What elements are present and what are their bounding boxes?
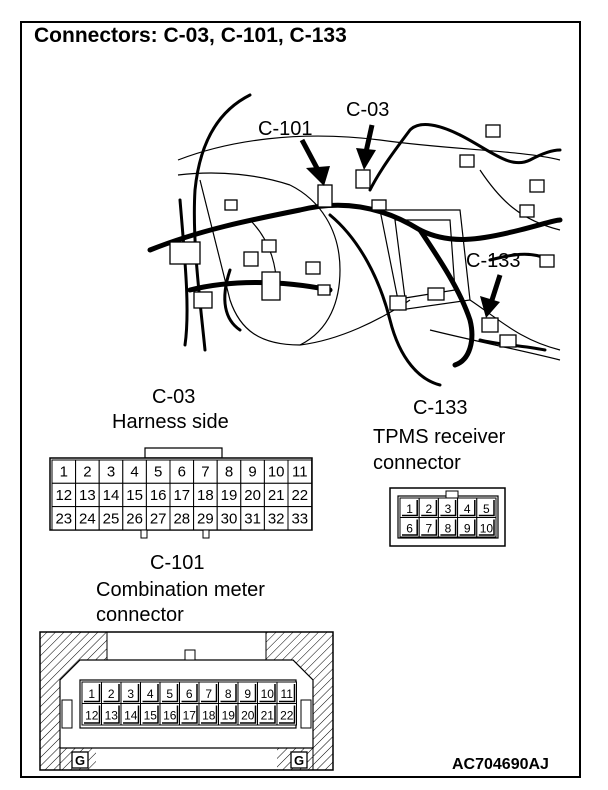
c101-pin-number: 21 [261,708,275,722]
c101-pin-number: 13 [105,708,119,722]
c101-pin-number: 6 [186,687,193,701]
ground-mark-left-text: G [75,753,85,768]
c03-pin-number: 5 [154,464,162,481]
c101-pin-number: 16 [163,708,177,722]
branch-harness [178,93,562,387]
c133-pin-number: 10 [480,521,494,535]
c03-name: C-03 [152,386,196,408]
ground-mark-right-text: G [294,753,304,768]
c03-pin-number: 13 [79,487,96,504]
c03-pin-number: 14 [103,487,120,504]
c03-pin-number: 17 [173,487,190,504]
callout-c133: C-133 [466,250,521,272]
c03-pin-number: 19 [221,487,238,504]
c03-pin-number: 27 [150,510,167,527]
c133-pin-number: 1 [406,502,413,516]
c101-pin-number: 22 [280,708,294,722]
c03-pin-number: 10 [268,464,285,481]
c133-pin-number: 6 [406,521,413,535]
c03-pin-number: 33 [291,510,308,527]
c101-pin-number: 5 [166,687,173,701]
c101-pin-number: 3 [127,687,134,701]
c101-pin-number: 8 [225,687,232,701]
callout-arrows [299,124,503,318]
c03-pin-number: 23 [55,510,72,527]
c03-pin-number: 28 [173,510,190,527]
ground-mark-right [290,751,308,769]
c101-pin-number: 9 [244,687,251,701]
c03-pin-cell [287,506,313,531]
callout-c101: C-101 [258,118,313,140]
ground-mark-left [71,751,89,769]
c101-desc-line2: connector [96,604,184,626]
c101-pin-cell [276,703,297,726]
c133-pin-number: 2 [425,502,432,516]
c03-pin-number: 26 [126,510,143,527]
c03-pin-number: 11 [292,464,308,481]
c101-pin-number: 12 [85,708,99,722]
c03-pin-number: 1 [60,464,68,481]
c101-pin-number: 11 [281,687,294,701]
c101-pin-number: 19 [222,708,236,722]
c133-pin-number: 3 [445,502,452,516]
c03-pin-number: 20 [244,487,261,504]
c03-pin-number: 31 [244,510,261,527]
c133-pin-number: 8 [445,521,452,535]
c101-pin-number: 18 [202,708,216,722]
c03-pin-number: 29 [197,510,214,527]
c03-pin-number: 9 [248,464,256,481]
c03-pin-number: 18 [197,487,214,504]
connector-blocks [169,124,555,348]
c03-pin-number: 24 [79,510,96,527]
figure-code: AC704690AJ [452,756,549,773]
c133-pin-number: 5 [483,502,490,516]
c101-pin-number: 7 [205,687,212,701]
c03-pin-number: 25 [103,510,120,527]
c03-pin-number: 30 [221,510,238,527]
c133-pin-cell [476,517,497,538]
c133-desc-line2: connector [373,452,461,474]
c03-pin-number: 7 [201,464,209,481]
c03-pin-number: 15 [126,487,143,504]
c101-pin-number: 4 [147,687,154,701]
c101-pin-number: 1 [88,687,95,701]
c101-pin-number: 20 [241,708,255,722]
c133-pin-number: 7 [425,521,432,535]
c03-pin-number: 32 [268,510,285,527]
c101-pin-number: 14 [124,708,138,722]
c03-side: Harness side [112,411,229,433]
c03-pin-number: 3 [107,464,115,481]
c03-pin-number: 6 [178,464,186,481]
c101-desc-line1: Combination meter [96,579,265,601]
c101-pin-number: 17 [183,708,197,722]
c101-pin-number: 10 [261,687,275,701]
c101-pin-number: 2 [108,687,115,701]
c03-pin-number: 8 [225,464,233,481]
c101-name: C-101 [150,552,205,574]
callout-c03: C-03 [346,99,390,121]
c133-pin-number: 9 [464,521,471,535]
c03-pin-number: 22 [291,487,308,504]
main-harness [147,202,563,368]
c101-pin-number: 15 [144,708,158,722]
c03-pin-number: 12 [55,487,72,504]
c03-pin-number: 4 [130,464,138,481]
c03-pin-number: 16 [150,487,167,504]
c133-name: C-133 [413,397,468,419]
diagram-title: Connectors: C-03, C-101, C-133 [34,24,347,47]
c03-pin-number: 21 [268,487,285,504]
c133-desc-line1: TPMS receiver [373,426,506,448]
c03-pin-number: 2 [83,464,91,481]
c133-pin-number: 4 [464,502,471,516]
